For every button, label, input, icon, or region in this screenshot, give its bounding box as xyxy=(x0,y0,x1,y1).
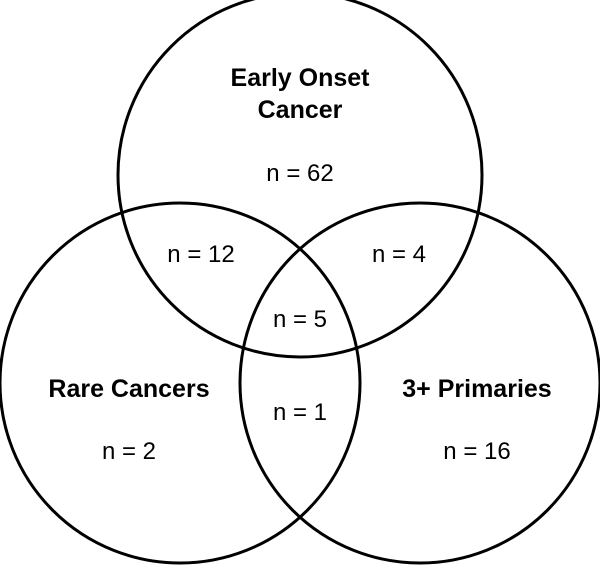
set-title-early-onset-line-2: Cancer xyxy=(258,96,343,124)
set-title-rare-cancers: Rare Cancers xyxy=(48,375,209,403)
set-title-3-plus-primaries: 3+ Primaries xyxy=(402,375,551,403)
count-early-onset-only: n = 62 xyxy=(266,160,333,187)
count-rare-and-primaries: n = 1 xyxy=(273,399,327,426)
count-early-and-rare: n = 12 xyxy=(167,241,234,268)
circle-rare-cancers xyxy=(0,201,362,565)
circle-early-onset-cancer xyxy=(116,0,484,359)
count-early-and-primaries: n = 4 xyxy=(372,241,426,268)
count-all-three: n = 5 xyxy=(273,306,327,333)
set-title-early-onset-line-1: Early Onset xyxy=(231,64,371,92)
count-3-plus-primaries-only: n = 16 xyxy=(443,438,510,465)
circle-3-plus-primaries xyxy=(238,201,600,565)
count-rare-cancers-only: n = 2 xyxy=(102,438,156,465)
